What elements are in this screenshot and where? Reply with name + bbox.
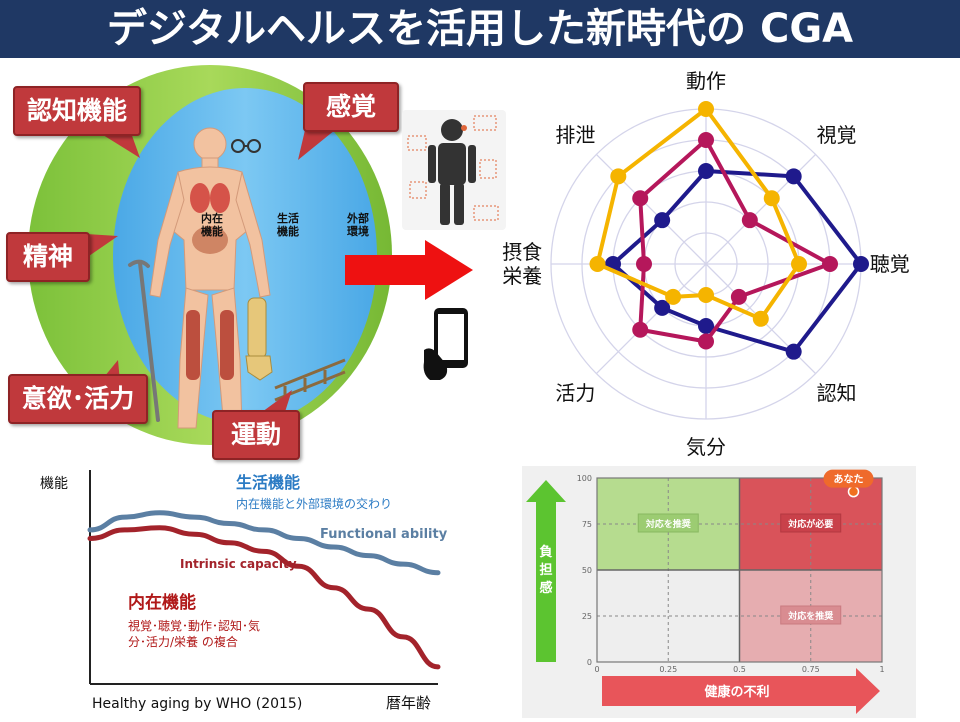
- x-axis-arrow-icon: [602, 668, 880, 714]
- healthy-aging-chart: 機能暦年齢 Healthy aging by WHO (2015) Function…: [40, 462, 450, 718]
- quadrant-label-bottom-right: 対応を推奨: [787, 610, 834, 622]
- quadrant-label-top-right: 対応が必要: [787, 518, 833, 530]
- radar-point: [822, 256, 838, 272]
- radar-point: [698, 287, 714, 303]
- intrinsic-subtitle-1: 視覚･聴覚･動作･認知･気: [128, 618, 260, 633]
- x-tick-label: 0.25: [659, 665, 677, 674]
- quadrant-label-top-left: 対応を推奨: [645, 518, 692, 530]
- radar-point: [698, 132, 714, 148]
- radar-point: [665, 288, 682, 305]
- x-tick-label: 0: [594, 665, 599, 674]
- radar-point: [730, 288, 747, 305]
- callout-mental: 精神: [6, 232, 90, 282]
- aging-series-line: [87, 525, 441, 670]
- intrinsic-subtitle-2: 分･活力/栄養 の複合: [128, 634, 238, 649]
- big-arrow-icon: [345, 240, 473, 300]
- radar-axis-label: 活力: [555, 380, 596, 405]
- radar-axis-label: 視覚: [816, 123, 857, 148]
- quadrant-label-top-right-bg: [780, 513, 842, 533]
- living-function-subtitle: 内在機能と外部環境の交わり: [236, 496, 392, 511]
- radar-point: [752, 310, 769, 327]
- y-tick-label: 0: [587, 658, 592, 667]
- wearable-sensors-figure: [402, 110, 506, 230]
- callout-cognitive: 認知機能: [13, 86, 141, 136]
- glasses-icon: [231, 139, 261, 153]
- y-axis-arrow-icon: [526, 480, 566, 662]
- organs: [186, 183, 234, 380]
- wearable-person-icon: [407, 115, 499, 225]
- series-label-intrinsic: Intrinsic capacity: [180, 557, 297, 571]
- radar-axis-label: 排泄: [555, 123, 596, 148]
- x-tick-label: 0.75: [802, 665, 820, 674]
- radar-point: [636, 256, 652, 272]
- radar-point: [763, 190, 780, 207]
- marker-label: あなた: [834, 473, 864, 486]
- callout-pointers: [86, 130, 335, 412]
- radar-axis-label: 気分: [686, 435, 726, 459]
- radar-axis-label: 認知: [816, 380, 857, 405]
- marker-label-bg: [823, 469, 874, 488]
- y-axis-label: 機能: [40, 476, 68, 492]
- y-tick-label: 50: [582, 566, 592, 575]
- page-title: デジタルヘルスを活用した新時代の CGA: [0, 0, 960, 58]
- callout-senses: 感覚: [303, 82, 399, 132]
- leg-brace-icon: [245, 297, 273, 381]
- series-label-functional: Functional ability: [320, 527, 448, 542]
- radar-point: [785, 343, 802, 360]
- radar-point: [610, 168, 627, 185]
- living-function-title: 生活機能: [236, 473, 300, 492]
- radar-chart-svg: [550, 101, 869, 420]
- smartphone-icon: [423, 308, 468, 380]
- x-axis-label: 暦年齢: [386, 694, 431, 712]
- y-tick-label: 25: [582, 612, 592, 621]
- living-function-label: 生活機能: [277, 211, 299, 238]
- radar-point: [632, 321, 649, 338]
- quadrant-label-bottom-right-bg: [780, 605, 842, 625]
- y-tick-label: 100: [577, 474, 592, 483]
- intrinsic-label: 内在機能: [201, 211, 223, 238]
- domains-figure: 内在機能 生活機能 外部環境: [0, 60, 440, 455]
- radar-point: [698, 318, 714, 334]
- radar-spoke: [595, 263, 707, 375]
- radar-point: [654, 299, 671, 316]
- radar-point: [698, 163, 714, 179]
- quadrant-label-top-left-bg: [637, 513, 699, 533]
- radar-point: [698, 333, 714, 350]
- intrinsic-title: 内在機能: [128, 592, 196, 613]
- radar-chart: 動作視覚聴覚認知気分 活力 摂食 栄養 排泄: [490, 60, 950, 460]
- radar-point: [632, 190, 649, 207]
- radar-point: [741, 212, 758, 229]
- source-note: Healthy aging by WHO (2015): [92, 696, 302, 712]
- radar-point: [654, 212, 671, 229]
- radar-point: [589, 256, 606, 272]
- y-tick-label: 75: [582, 520, 592, 529]
- radar-point: [853, 256, 869, 272]
- environment-label: 外部環境: [346, 211, 369, 238]
- radar-axis-label: 動作: [686, 69, 726, 94]
- aging-series-line: [87, 510, 441, 576]
- callout-motor: 運動: [212, 410, 300, 460]
- cane-icon: [128, 259, 160, 422]
- radar-axis-label: 摂食 栄養: [502, 240, 543, 288]
- domains-figure-svg: 内在機能 生活機能 外部環境: [28, 65, 392, 445]
- radar-point: [698, 101, 714, 117]
- x-tick-label: 0.5: [733, 665, 746, 674]
- x-tick-label: 1: [879, 665, 884, 674]
- radar-axis-label: 聴覚: [869, 252, 910, 276]
- x-axis-label: 健康の不利: [704, 684, 769, 700]
- y-axis-label: 負担感: [539, 544, 552, 596]
- radar-point: [785, 168, 802, 185]
- radar-point: [791, 256, 807, 272]
- callout-motivation: 意欲･活力: [8, 374, 148, 424]
- plot-frame: [596, 477, 883, 663]
- marker-point: [847, 485, 860, 498]
